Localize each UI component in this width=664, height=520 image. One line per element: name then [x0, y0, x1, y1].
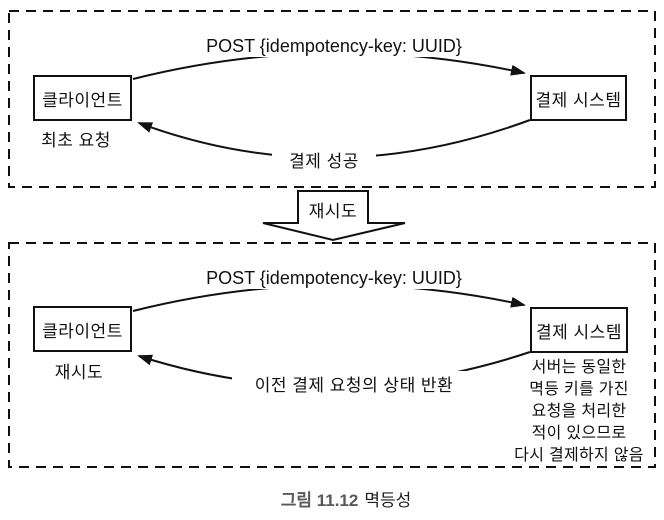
bottom-panel-border [8, 242, 656, 468]
top-server-box: 결제 시스템 [530, 75, 627, 121]
top-response-label: 결제 성공 [272, 147, 376, 172]
figure-caption-title: 멱등성 [364, 491, 412, 510]
figure-caption-number: 그림 11.12 [280, 491, 359, 510]
server-note-line: 서버는 동일한 [531, 359, 627, 376]
bottom-server-box: 결제 시스템 [530, 307, 628, 353]
retry-block-arrow [262, 190, 406, 242]
server-note-line: 요청을 처리한 [531, 403, 627, 420]
server-note-line: 멱등 키를 가진 [529, 381, 629, 398]
top-request-label: POST {idempotency-key: UUID} [182, 36, 486, 57]
bottom-client-box: 클라이언트 [33, 306, 132, 352]
bottom-server-note: 서버는 동일한 멱등 키를 가진 요청을 처리한 적이 있으므로 다시 결제하지… [499, 357, 659, 467]
server-note-line: 적이 있으므로 [531, 425, 627, 442]
bottom-request-label: POST {idempotency-key: UUID} [182, 268, 486, 289]
bottom-response-label: 이전 결제 요청의 상태 반환 [232, 371, 476, 396]
retry-label: 재시도 [308, 202, 358, 221]
server-note-line: 다시 결제하지 않음 [514, 447, 644, 464]
top-panel-border [8, 10, 656, 188]
top-client-note: 최초 요청 [41, 131, 111, 150]
figure-caption: 그림 11.12 멱등성 [28, 486, 664, 511]
bottom-client-note: 재시도 [54, 363, 104, 382]
top-client-box: 클라이언트 [33, 75, 132, 121]
